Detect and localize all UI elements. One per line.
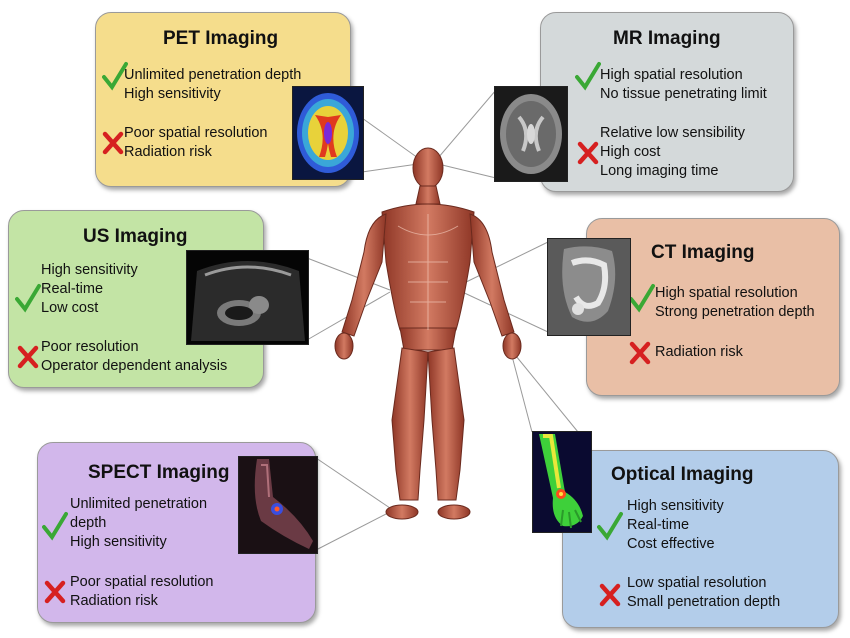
ultrasound-image bbox=[186, 250, 309, 345]
cons-list: Poor spatial resolution Radiation risk bbox=[124, 124, 267, 162]
connector-mr-bottom bbox=[437, 163, 497, 179]
pro-item: Real-time bbox=[627, 517, 690, 533]
con-item: Operator dependent analysis bbox=[41, 358, 228, 374]
cons-list: Poor spatial resolution Radiation risk bbox=[70, 573, 213, 611]
pro-item: High sensitivity bbox=[124, 86, 221, 102]
cons-list: Low spatial resolution Small penetration… bbox=[627, 574, 780, 612]
cross-icon bbox=[17, 345, 39, 374]
cross-icon bbox=[44, 580, 66, 609]
cross-icon bbox=[599, 583, 621, 612]
con-item: Small penetration depth bbox=[627, 594, 781, 610]
con-item: Long imaging time bbox=[600, 163, 719, 179]
pro-item: High spatial resolution bbox=[655, 285, 798, 301]
card-title: Optical Imaging bbox=[611, 464, 754, 485]
card-title: PET Imaging bbox=[163, 28, 279, 49]
cons-list: Poor resolution Operator dependent analy… bbox=[41, 338, 227, 376]
connector-pet-top bbox=[361, 117, 419, 159]
pro-item: depth bbox=[70, 515, 107, 531]
con-item: Low spatial resolution bbox=[627, 575, 767, 591]
pro-item: High sensitivity bbox=[627, 498, 724, 514]
optical-forearm-scan-image bbox=[532, 431, 592, 533]
cons-list: Relative low sensibility High cost Long … bbox=[600, 124, 745, 181]
pro-item: Strong penetration depth bbox=[655, 304, 815, 320]
pro-item: Real-time bbox=[41, 281, 104, 297]
pro-item: Unlimited penetration depth bbox=[124, 67, 302, 83]
connector-ct-top bbox=[457, 241, 549, 287]
pro-item: Cost effective bbox=[627, 536, 715, 552]
pros-list: Unlimited penetration depth High sensiti… bbox=[124, 66, 301, 104]
con-item: Poor resolution bbox=[41, 339, 139, 355]
pro-item: High sensitivity bbox=[41, 262, 138, 278]
check-icon bbox=[629, 283, 655, 318]
con-item: Relative low sensibility bbox=[600, 125, 746, 141]
con-item: Radiation risk bbox=[124, 144, 212, 160]
con-item: Radiation risk bbox=[70, 593, 158, 609]
cons-list: Radiation risk bbox=[655, 343, 743, 362]
card-title: CT Imaging bbox=[651, 242, 755, 263]
con-item: Radiation risk bbox=[655, 344, 743, 360]
cross-icon bbox=[102, 131, 124, 160]
spect-foot-scan-image bbox=[238, 456, 318, 554]
mr-imaging-card: MR Imaging High spatial resolution No ti… bbox=[540, 12, 794, 192]
cross-icon bbox=[577, 141, 599, 170]
connector-mr-top bbox=[437, 89, 497, 159]
card-title: SPECT Imaging bbox=[88, 462, 230, 483]
connector-pet-bottom bbox=[361, 163, 419, 173]
card-title: US Imaging bbox=[83, 226, 188, 247]
connector-us-top bbox=[306, 257, 391, 291]
check-icon bbox=[102, 61, 128, 96]
check-icon bbox=[597, 511, 623, 546]
pro-item: No tissue penetrating limit bbox=[600, 86, 767, 102]
mr-brain-scan-image bbox=[494, 86, 568, 182]
connector-spect-top bbox=[315, 457, 391, 509]
con-item: Poor spatial resolution bbox=[70, 574, 214, 590]
check-icon bbox=[15, 283, 41, 318]
connector-spect-bottom bbox=[315, 511, 391, 551]
pros-list: High spatial resolution No tissue penetr… bbox=[600, 66, 767, 104]
pet-brain-scan-image bbox=[292, 86, 364, 180]
card-title: MR Imaging bbox=[613, 28, 721, 49]
connector-optical-top bbox=[511, 355, 533, 433]
pros-list: High spatial resolution Strong penetrati… bbox=[655, 284, 815, 322]
pro-item: High sensitivity bbox=[70, 534, 167, 550]
connector-optical-bottom bbox=[515, 355, 579, 433]
pros-list: Unlimited penetration depth High sensiti… bbox=[70, 495, 207, 552]
pros-list: High sensitivity Real-time Cost effectiv… bbox=[627, 497, 724, 554]
pro-item: High spatial resolution bbox=[600, 67, 743, 83]
con-item: High cost bbox=[600, 144, 661, 160]
check-icon bbox=[575, 61, 601, 96]
cross-icon bbox=[629, 341, 651, 370]
optical-imaging-card: Optical Imaging High sensitivity Real-ti… bbox=[562, 450, 839, 628]
check-icon bbox=[42, 511, 68, 546]
pro-item: Unlimited penetration bbox=[70, 496, 208, 512]
ct-abdomen-scan-image bbox=[547, 238, 631, 336]
pros-list: High sensitivity Real-time Low cost bbox=[41, 261, 138, 318]
con-item: Poor spatial resolution bbox=[124, 125, 268, 141]
pro-item: Low cost bbox=[41, 300, 99, 316]
